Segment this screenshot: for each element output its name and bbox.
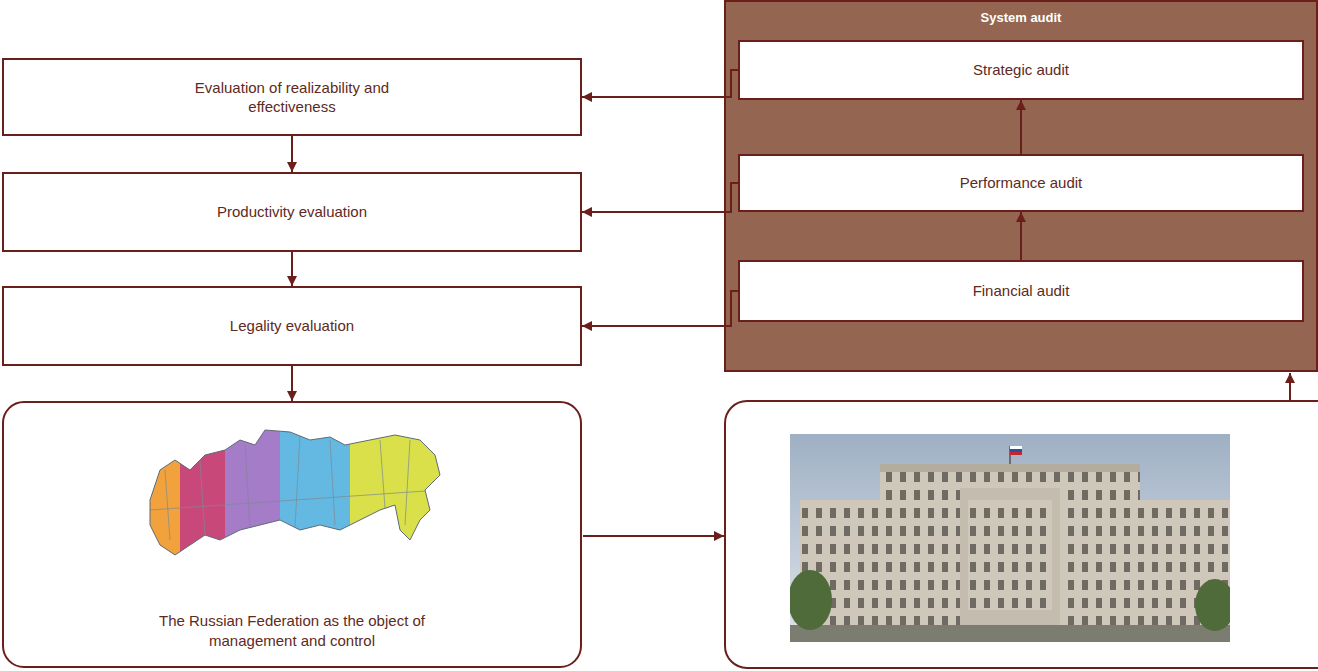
audit-panel: System auditStrategic auditPerformance a…	[724, 0, 1318, 372]
process-box: Evaluation of realizability and effectiv…	[2, 58, 582, 136]
audit-box: Financial audit	[738, 260, 1304, 322]
flow-arrow	[582, 183, 738, 212]
process-box: Legality evaluation	[2, 286, 582, 366]
flow-arrow	[291, 252, 293, 286]
panel-ground	[724, 0, 1318, 372]
map-box: The Russian Federation as the object of …	[2, 401, 582, 668]
box-label: Performance audit	[960, 173, 1083, 193]
picture-arrows	[583, 373, 1290, 536]
flow-arrow	[582, 291, 738, 326]
flow-arrow	[1020, 100, 1022, 154]
flow-arrow	[1020, 212, 1022, 260]
box-label: The Russian Federation as the object of …	[142, 611, 442, 650]
russia-map	[140, 420, 445, 570]
box-label: Financial audit	[973, 281, 1070, 301]
box-label: Legality evaluation	[230, 316, 354, 336]
audit-box: Strategic audit	[738, 40, 1304, 100]
flow-arrow	[291, 136, 293, 172]
flow-arrow	[582, 70, 738, 97]
box-label: Evaluation of realizability and effectiv…	[162, 78, 422, 117]
process-box: Productivity evaluation	[2, 172, 582, 252]
audit-box: Performance audit	[738, 154, 1304, 212]
building-photo	[725, 401, 1318, 668]
panel-heading: System audit	[981, 10, 1062, 27]
box-label: Strategic audit	[973, 60, 1069, 80]
box-label: Productivity evaluation	[217, 202, 367, 222]
flow-arrow	[291, 366, 293, 401]
